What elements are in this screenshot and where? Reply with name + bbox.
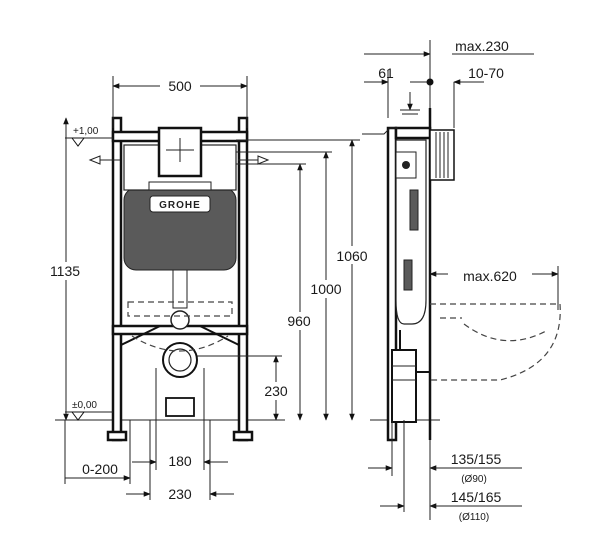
- frame-left-post: [111, 116, 123, 442]
- dim-1060-label: 1060: [336, 248, 367, 264]
- dim-960-label: 960: [287, 313, 311, 329]
- frame-foot-left: [106, 430, 128, 442]
- side-bowl-seat: [440, 317, 549, 342]
- flush-plate-profile: [429, 129, 455, 181]
- dia-110-label: (Ø110): [459, 512, 489, 523]
- dim-0-200-label: 0-200: [82, 461, 118, 477]
- dim-1000-label: 1000: [310, 281, 341, 297]
- dia-90-label: (Ø90): [461, 474, 487, 485]
- dim-145-165-label: 145/165: [451, 489, 502, 505]
- level-zero-icon: [71, 411, 85, 421]
- dim-500-label: 500: [168, 78, 192, 94]
- dim-180-label: 180: [168, 453, 192, 469]
- dim-135-155-label: 135/155: [451, 451, 502, 467]
- side-bowl-outline: [430, 303, 561, 381]
- bowl-outline-bottom: [131, 335, 229, 352]
- level-top-icon: [71, 137, 85, 147]
- dim-230-height-label: 230: [264, 383, 288, 399]
- dim-61-label: 61: [378, 65, 394, 81]
- brand-text: GROHE: [159, 200, 201, 211]
- frame-brace-left: [120, 325, 161, 346]
- cistern-clips: [148, 181, 212, 191]
- front-view: GROHE 500 +1,00 ±0,00 1135: [40, 76, 374, 502]
- side-slot-1: [409, 189, 419, 231]
- flush-pipe: [172, 269, 188, 309]
- water-inlet-left-icon: [88, 155, 120, 165]
- side-actuator: [362, 127, 398, 135]
- dim-max620-label: max.620: [463, 268, 517, 284]
- dim-max230-label: max.230: [455, 38, 509, 54]
- drain-bend-inner: [168, 348, 192, 372]
- flush-outlet: [170, 310, 190, 330]
- frame-right-post: [237, 116, 249, 442]
- frame-brace-right: [199, 325, 240, 346]
- dim-10-70-label: 10-70: [468, 65, 504, 81]
- drain-pipe: [165, 397, 195, 417]
- level-top-label: +1,00: [73, 126, 99, 137]
- level-zero-label: ±0,00: [72, 400, 97, 411]
- side-drain-pipe: [391, 349, 417, 423]
- dim-230-width-label: 230: [168, 486, 192, 502]
- side-view: max.230 61 10-70 max.620 135/155 (Ø90) 1…: [362, 38, 561, 523]
- brand-logo: [149, 195, 211, 213]
- side-slot-2: [403, 259, 413, 291]
- side-frame-top: [394, 126, 432, 140]
- dim-1135-label: 1135: [50, 263, 80, 279]
- water-inlet-right-icon: [238, 155, 270, 165]
- wall-reference-point: [426, 78, 434, 86]
- frame-foot-right: [232, 430, 254, 442]
